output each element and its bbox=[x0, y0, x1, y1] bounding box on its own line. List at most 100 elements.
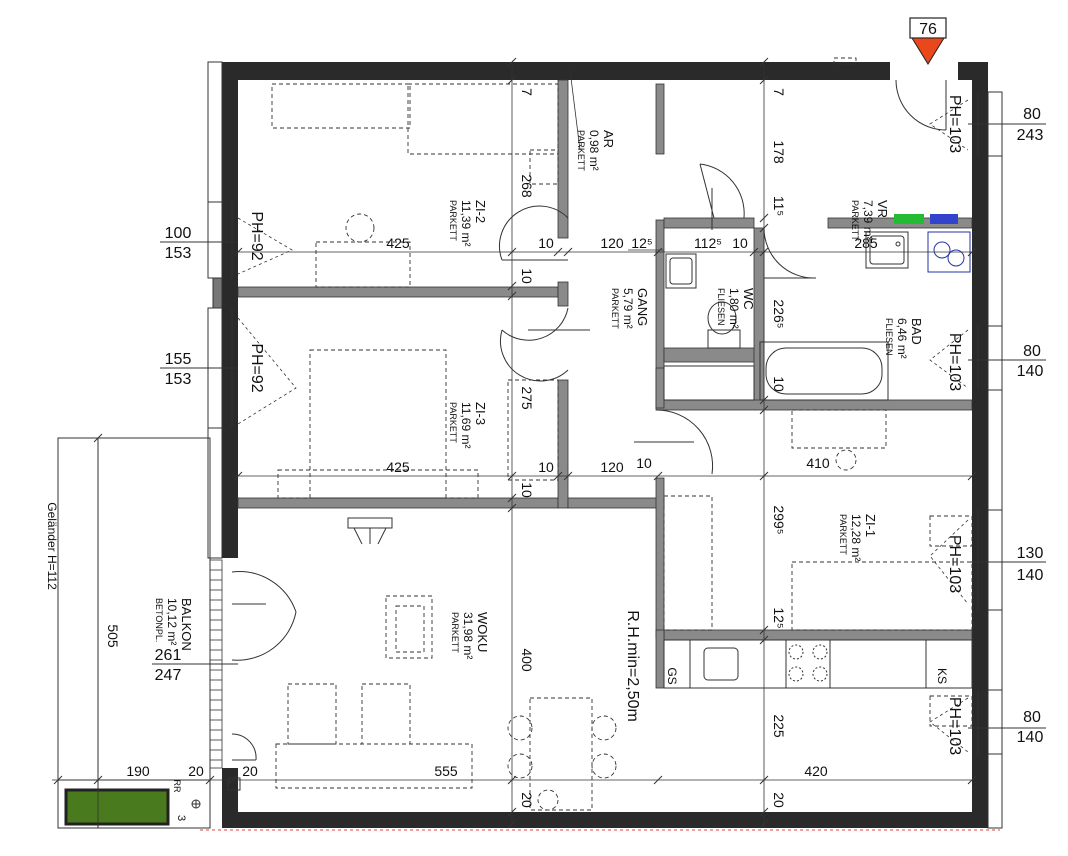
dim-text: 299⁵ bbox=[771, 505, 787, 534]
dim-text: 120 bbox=[600, 459, 624, 475]
dim-text: 10 bbox=[771, 376, 787, 392]
window-w6-bottom: 153 bbox=[165, 371, 192, 388]
dim-text: 120 bbox=[600, 235, 624, 251]
washbasin-icon bbox=[665, 231, 909, 289]
window-w3-top: 130 bbox=[1017, 545, 1044, 562]
chair-icon bbox=[347, 517, 393, 545]
room-area: 5,79 m² bbox=[621, 288, 635, 329]
room-name: VR bbox=[875, 200, 890, 218]
vertical-dimension-texts: 7 268 10 275 10 400 20 7 178 11⁵ 226⁵ 10… bbox=[105, 88, 787, 821]
window-w5-bottom: 153 bbox=[165, 245, 192, 262]
room-ar: AR 0,98 m² PARKETT bbox=[576, 130, 616, 171]
dimension-texts: 425 10 120 12⁵ 112⁵ 10 285 425 10 120 10… bbox=[126, 235, 878, 779]
dim-text: 178 bbox=[771, 140, 787, 164]
room-bad: BAD 6,46 m² FLIESEN bbox=[884, 318, 924, 359]
dim-text: 7 bbox=[771, 88, 787, 96]
room-area: 0,98 m² bbox=[587, 130, 601, 171]
window-w7-bottom: 247 bbox=[155, 667, 182, 684]
dim-text: 420 bbox=[804, 763, 828, 779]
window-swings bbox=[237, 99, 969, 753]
room-area: 12,28 m² bbox=[849, 514, 863, 561]
room-floor: PARKETT bbox=[450, 612, 460, 653]
window-w5-top: 100 bbox=[165, 225, 192, 242]
room-name: AR bbox=[601, 130, 616, 148]
dimension-lines bbox=[52, 62, 972, 828]
room-floor: BETONPL. bbox=[154, 598, 164, 642]
room-name: BALKON bbox=[179, 598, 194, 651]
room-floor: PARKETT bbox=[448, 402, 458, 443]
dim-text: 190 bbox=[126, 763, 150, 779]
room-height-label: R.H.min=2,50m bbox=[624, 610, 641, 722]
room-name: ZI-3 bbox=[473, 402, 488, 425]
window-w3-bottom: 140 bbox=[1017, 567, 1044, 584]
bathtub bbox=[759, 341, 889, 401]
walls bbox=[222, 62, 988, 828]
toilet-icon bbox=[707, 301, 741, 349]
ks-label: KS bbox=[935, 668, 949, 684]
window-labels: 80 243 80 140 130 140 80 140 100 153 155… bbox=[155, 106, 1044, 746]
dim-text: 20 bbox=[188, 763, 204, 779]
room-area: 11,69 m² bbox=[459, 402, 473, 448]
window-w2-bottom: 140 bbox=[1017, 363, 1044, 380]
dim-text: 425 bbox=[386, 459, 410, 475]
room-floor: FLIESEN bbox=[716, 288, 726, 326]
dim-text: 10 bbox=[519, 268, 535, 284]
dim-text: 505 bbox=[105, 624, 121, 648]
railing-label: Geländer H=112 bbox=[45, 502, 59, 590]
dim-text: 10 bbox=[538, 235, 554, 251]
gs-label: GS bbox=[665, 667, 679, 684]
dim-text: 425 bbox=[386, 235, 410, 251]
ph92-mid: PH=92 bbox=[248, 343, 265, 392]
dim-text: 225 bbox=[771, 714, 787, 738]
dim-text: 268 bbox=[519, 174, 535, 198]
doors bbox=[231, 79, 947, 761]
marker-value: 76 bbox=[919, 21, 937, 38]
room-area: 10,12 m² bbox=[165, 598, 179, 645]
room-name: WOKU bbox=[475, 612, 490, 652]
room-floor: FLIESEN bbox=[884, 318, 894, 356]
room-area: 7,39 m² bbox=[861, 200, 875, 241]
window-w4-top: 80 bbox=[1023, 709, 1041, 726]
dim-text: 275 bbox=[519, 386, 535, 410]
room-gang: GANG 5,79 m² PARKETT bbox=[610, 288, 650, 329]
window-w7-top: 261 bbox=[155, 647, 182, 664]
dim-text: 285 bbox=[854, 235, 878, 251]
room-name: ZI-1 bbox=[863, 514, 878, 537]
dim-text: 12⁵ bbox=[631, 235, 652, 251]
ph92-top: PH=92 bbox=[248, 211, 265, 260]
window-frames bbox=[207, 61, 1003, 829]
room-zi3: ZI-3 11,69 m² PARKETT bbox=[448, 402, 488, 448]
room-floor: PARKETT bbox=[838, 514, 848, 555]
room-balkon: BALKON 10,12 m² BETONPL. bbox=[154, 598, 194, 651]
room-name: BAD bbox=[909, 318, 924, 345]
planter bbox=[64, 788, 170, 826]
dim-text: 12⁵ bbox=[771, 607, 787, 628]
room-floor: PARKETT bbox=[850, 200, 860, 241]
room-area: 31,98 m² bbox=[461, 612, 475, 659]
dimension-ticks bbox=[53, 57, 977, 829]
window-w2-top: 80 bbox=[1023, 343, 1041, 360]
dim-text: 226⁵ bbox=[771, 299, 787, 328]
dim-text: 410 bbox=[806, 455, 830, 471]
kitchen-counter bbox=[663, 639, 973, 689]
room-wc: WC 1,80 m² FLIESEN bbox=[716, 288, 756, 329]
window-w6-top: 155 bbox=[165, 351, 192, 368]
dim-text: 400 bbox=[519, 648, 535, 672]
room-name: ZI-2 bbox=[473, 200, 488, 223]
room-floor: PARKETT bbox=[448, 200, 458, 241]
blue-box bbox=[930, 214, 958, 224]
room-zi2: ZI-2 11,39 m² PARKETT bbox=[448, 200, 488, 246]
rr-label: RR bbox=[172, 780, 182, 793]
dim-text: 20 bbox=[771, 792, 787, 808]
ph103-1: PH=103 bbox=[946, 95, 963, 153]
dim-text: 11⁵ bbox=[771, 196, 787, 216]
window-leaders bbox=[152, 123, 1046, 729]
dim-text: 3 bbox=[175, 815, 187, 821]
room-woku: WOKU 31,98 m² PARKETT bbox=[450, 612, 490, 659]
ph103-4: PH=103 bbox=[946, 697, 963, 755]
dim-text: 7 bbox=[519, 88, 535, 96]
window-w1-bottom: 243 bbox=[1017, 127, 1044, 144]
dim-text: 10 bbox=[538, 459, 554, 475]
room-floor: PARKETT bbox=[610, 288, 620, 329]
